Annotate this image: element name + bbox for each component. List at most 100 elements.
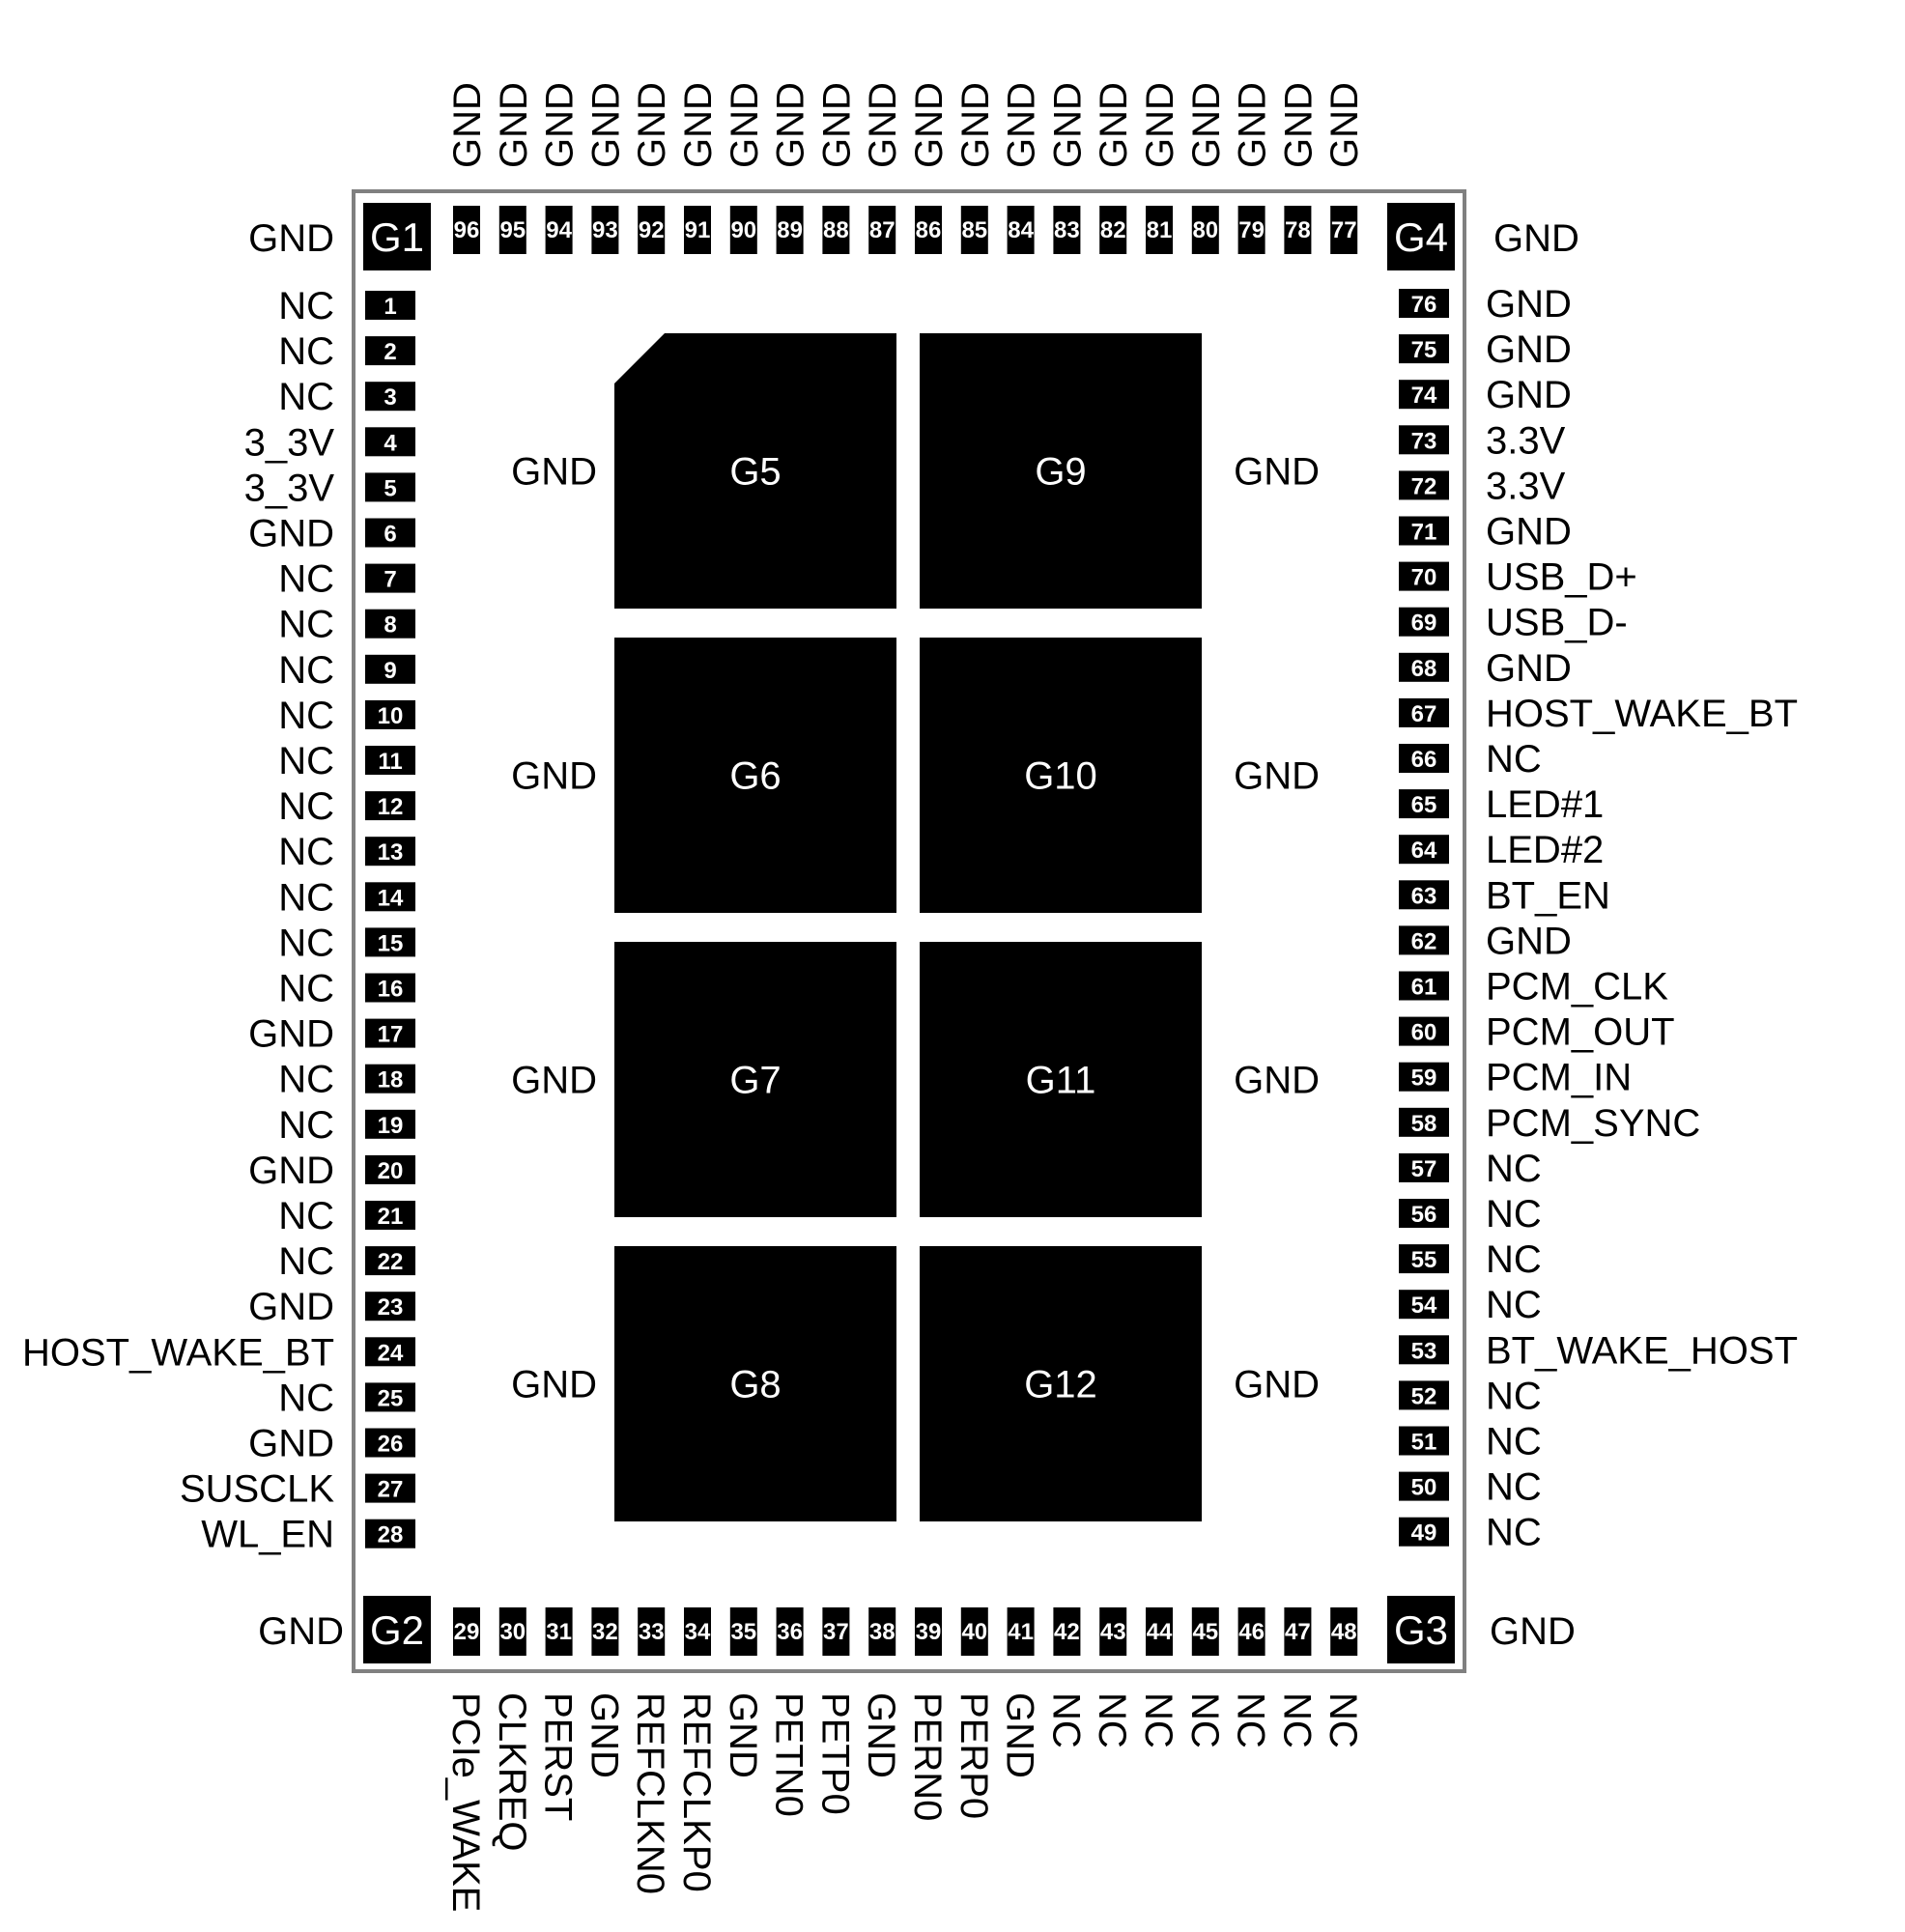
pin-pad [729,206,757,254]
pin-pad [1399,1290,1449,1320]
pin-17: 17 GND [248,1013,415,1056]
pin-number: 41 [1008,1619,1034,1645]
pin-label: GND [248,1150,334,1192]
pad-id: G10 [1024,755,1097,798]
pin-pad [365,791,415,821]
pin-pad [1399,880,1449,910]
pin-pad [1399,516,1449,546]
pin-number: 81 [1147,217,1173,243]
pin-label: GND [248,1013,334,1056]
pin-3: 3NC [278,376,415,418]
pin-number: 46 [1238,1619,1265,1645]
pad-label: GND [511,1364,597,1406]
pin-label: NC [1044,1692,1087,1748]
pin-pad [1399,334,1449,364]
pin-label: NC [278,330,334,373]
pin-label: PCM_SYNC [1486,1102,1700,1145]
pad-label: GND [248,217,334,260]
pin-label: NC [278,831,334,873]
pin-number: 25 [378,1385,404,1411]
pin-label: GND [724,82,766,168]
pin-number: 19 [378,1113,404,1139]
pin-pad [1053,1607,1081,1656]
pin-number: 16 [378,977,404,1003]
pin-label: NC [1275,1692,1318,1748]
pin-label: NC [1486,1466,1542,1509]
pin-pad [365,1246,415,1276]
ground-pad [920,942,1202,1217]
pin-pad [638,206,666,254]
pin-number: 89 [777,217,803,243]
pin-pad [365,1292,415,1321]
pin-label: GND [248,513,334,555]
pin-pad [1399,1335,1449,1365]
pin-label: NC [1230,1692,1272,1748]
pin-label: CLKREQ [491,1692,533,1852]
pin-pad [1399,470,1449,500]
pin-pad [1399,925,1449,955]
pad-label: GND [1234,755,1320,798]
pad-id: G11 [1026,1060,1096,1102]
pad-label: GND [511,755,597,798]
pin-number: 82 [1100,217,1126,243]
pin-number: 9 [384,658,396,684]
pin-pad [1399,697,1449,727]
ground-pad [363,1596,431,1663]
pin-pad [1399,1426,1449,1456]
center-pad-g10: G10 GND [920,638,1320,913]
pin-pad [1399,789,1449,819]
pin-label: NC [1486,1375,1542,1417]
pin-label: NC [278,1240,334,1283]
pin-pad [638,1607,666,1656]
pin-label: NC [1183,1692,1226,1748]
pin-number: 84 [1008,217,1034,243]
pin-8: 8NC [278,604,415,646]
pin-label: NC [1486,1421,1542,1463]
pin-label: REFCLKP0 [675,1692,718,1892]
pin-pad [1399,835,1449,865]
pin-label: GND [954,82,997,168]
pin-number: 44 [1147,1619,1173,1645]
pin-label: PCM_OUT [1486,1011,1675,1054]
pin-pad [453,1607,480,1656]
pin-pad [684,1607,711,1656]
pin-pad [365,1154,415,1184]
pad-label: GND [511,451,597,494]
pin-label: GND [862,82,904,168]
pin-number: 69 [1411,611,1437,637]
pin-label: 3.3V [1486,419,1566,462]
pin-pad [365,837,415,867]
pin-number: 17 [378,1022,404,1048]
ground-pad [920,333,1202,609]
left-pin-column: 1NC2NC3NC43_3V53_3V6GND7NC8NC9NC10NC11NC… [22,285,415,1556]
pad-id: G3 [1394,1607,1448,1653]
pin-label: PERN0 [906,1692,949,1821]
pin-number: 6 [384,522,396,548]
pin-number: 4 [384,430,397,456]
pin-4: 43_3V [244,421,415,464]
pin-label: LED#1 [1486,783,1604,826]
